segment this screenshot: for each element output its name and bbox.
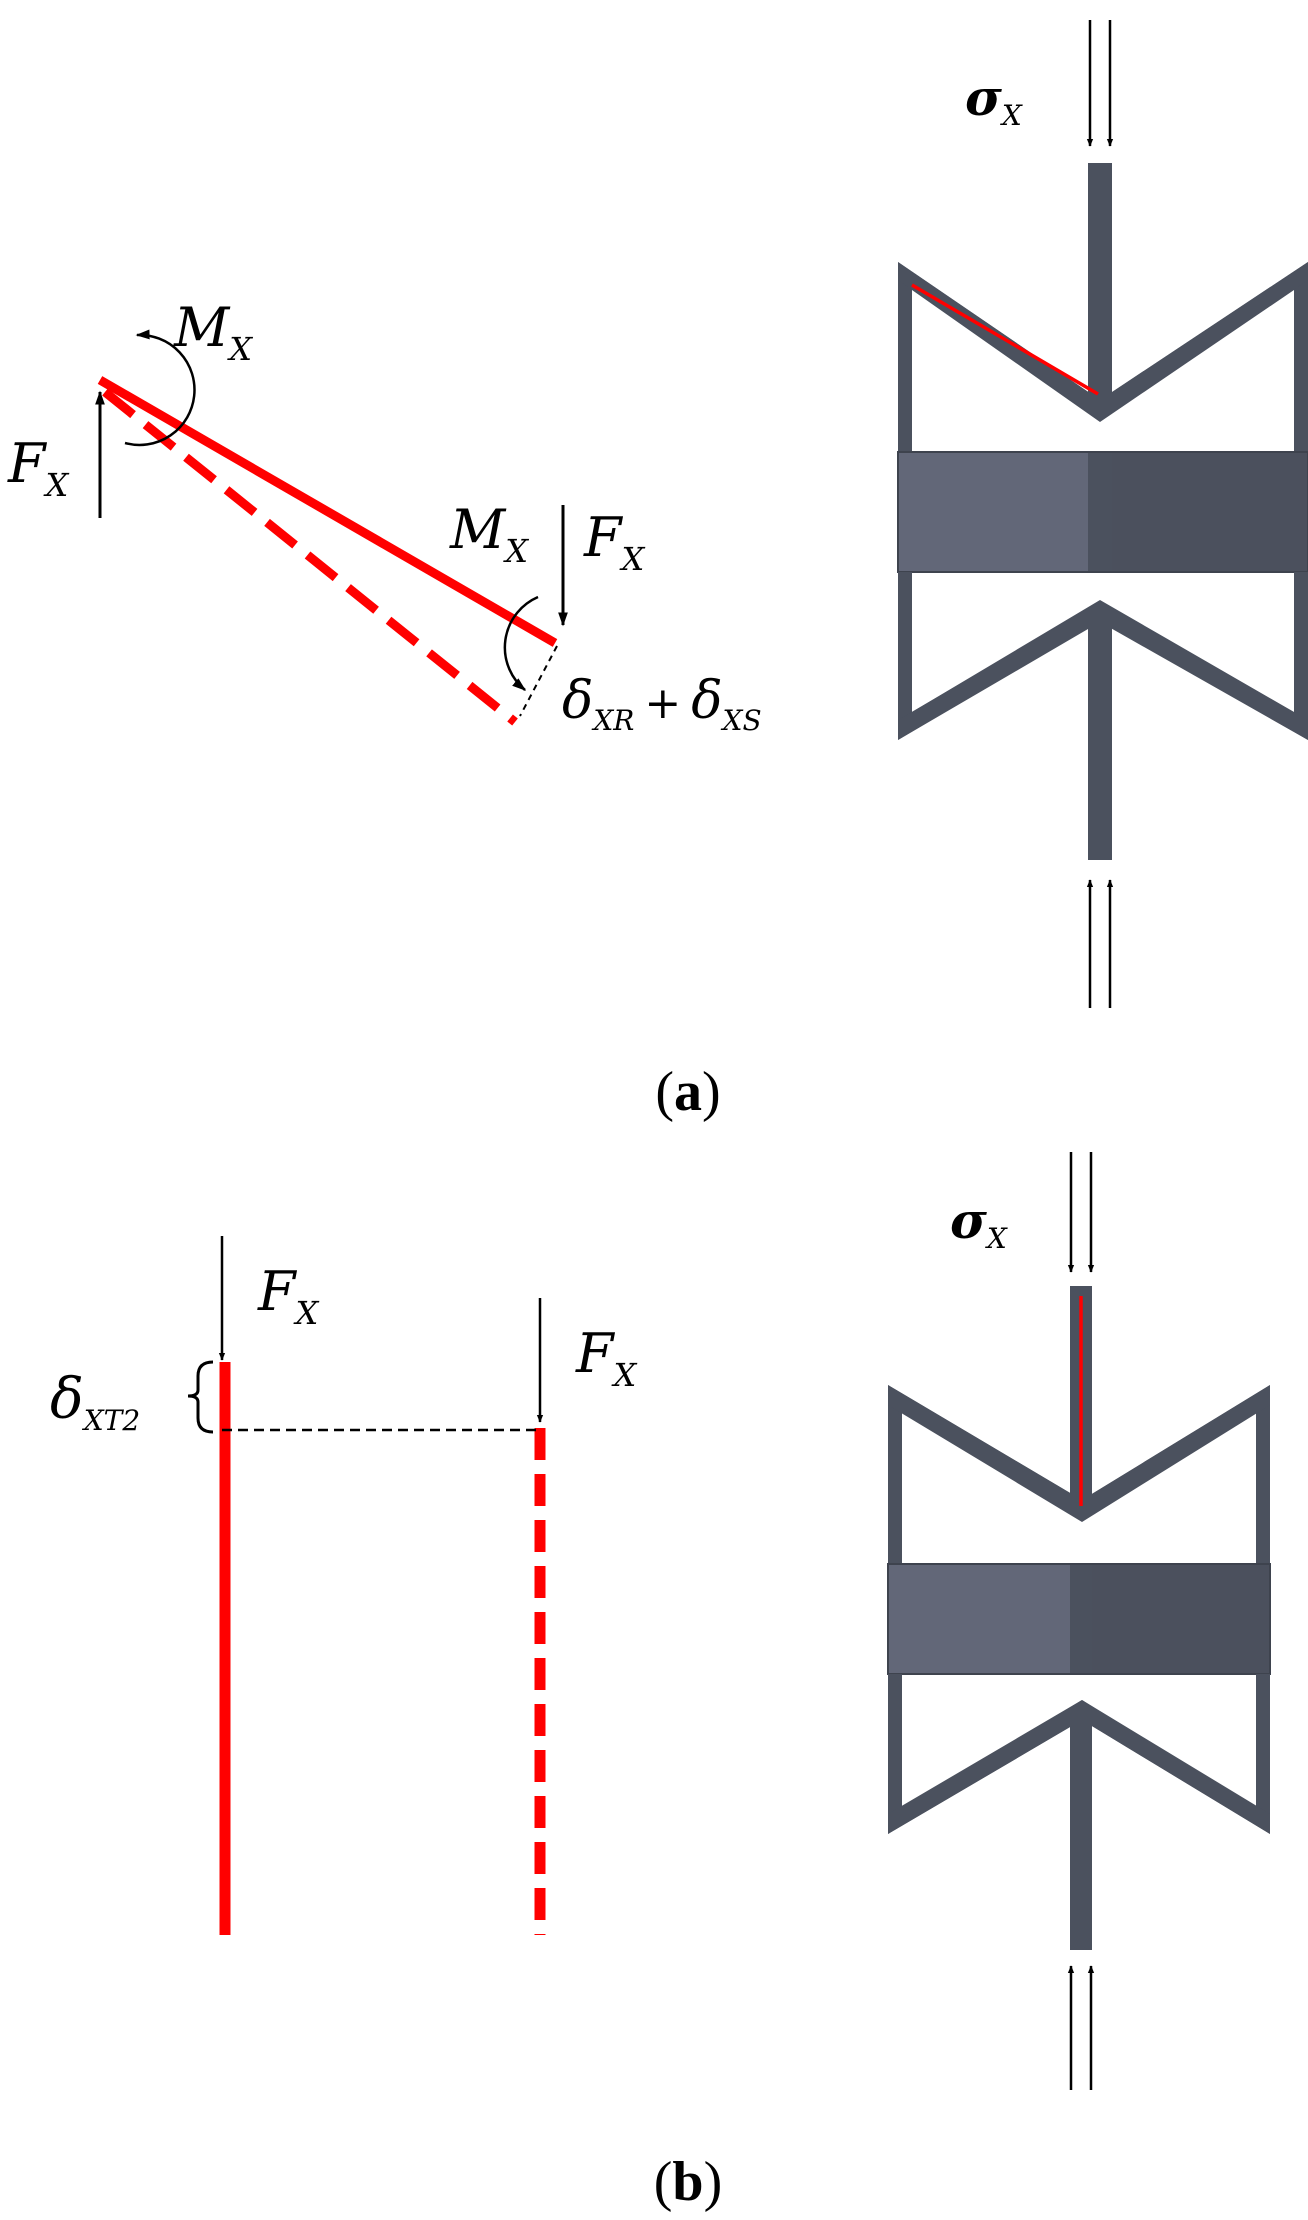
- highlighted-inclined-wall: [911, 283, 1099, 396]
- force-label-right: FX: [583, 506, 645, 578]
- moment-label-right: MX: [449, 498, 529, 570]
- panel-a: MX FX MX FX δXR+δXS: [7, 20, 1308, 1123]
- force-label-left: FX: [257, 1260, 319, 1332]
- force-label-left: FX: [7, 432, 69, 504]
- upper-stem: [1088, 163, 1112, 410]
- panel-a-honeycomb-cell: σX: [897, 20, 1308, 1008]
- panel-a-beam-diagram: MX FX MX FX δXR+δXS: [7, 296, 762, 737]
- center-block-divider: [1088, 452, 1112, 572]
- panel-b-honeycomb-cell: σX: [887, 1152, 1271, 2090]
- force-label-right: FX: [575, 1322, 637, 1394]
- deflection-brace: [187, 1360, 214, 1434]
- deflection-label: δXR+δXS: [562, 671, 762, 737]
- caption-a: (a): [655, 1061, 720, 1123]
- moment-arrow-right: [503, 595, 539, 691]
- center-block-right: [1092, 1564, 1270, 1674]
- panel-b-beam-diagram: FX FX δXT2: [50, 1236, 637, 1935]
- center-block-right: [1112, 452, 1308, 572]
- stress-label: σX: [965, 68, 1023, 132]
- panel-b: FX FX δXT2: [50, 1152, 1271, 2213]
- moment-arrow-left: [124, 329, 196, 447]
- moment-label-left: MX: [173, 296, 253, 368]
- lower-stem: [1070, 1710, 1092, 1950]
- center-block-left: [888, 1564, 1070, 1674]
- center-block-divider: [1070, 1564, 1092, 1674]
- center-block-outline: [887, 1563, 1271, 1675]
- deflection-label: δXT2: [50, 1367, 140, 1437]
- deflection-guide: [519, 645, 558, 717]
- deflected-beam-dashed: [102, 388, 518, 726]
- center-block-left: [898, 452, 1088, 572]
- caption-b: (b): [654, 2151, 722, 2213]
- center-block-outline: [897, 451, 1308, 573]
- stress-label: σX: [950, 1191, 1008, 1255]
- lower-stem: [1088, 610, 1112, 860]
- inclined-beam: [97, 376, 558, 647]
